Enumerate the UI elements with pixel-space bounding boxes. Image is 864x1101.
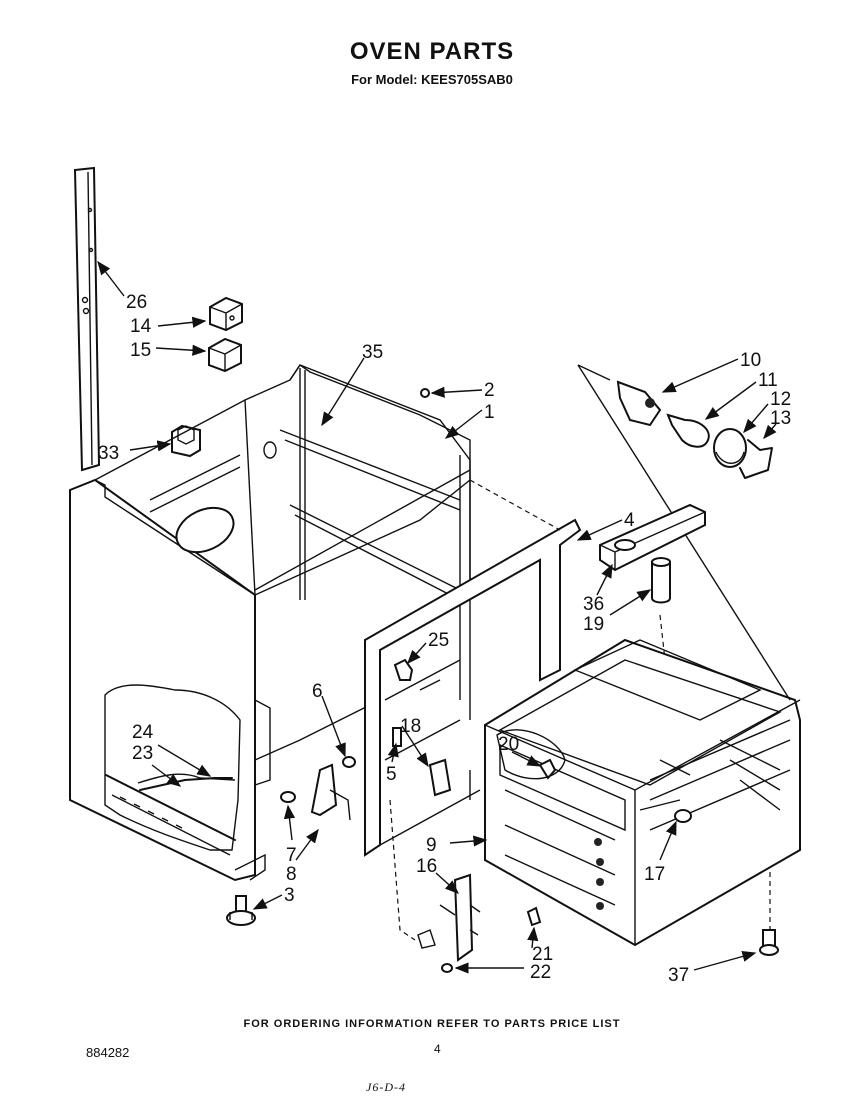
- callout-21: 21: [532, 944, 553, 965]
- part-2-screw: [420, 388, 430, 398]
- part-12-light-lens: [713, 428, 747, 468]
- part-22-nut: [441, 963, 453, 973]
- oven-liner: [484, 638, 801, 947]
- callout-25: 25: [428, 630, 449, 651]
- part-14-block: [209, 296, 243, 332]
- page-number: 4: [434, 1042, 442, 1056]
- callout-18: 18: [400, 716, 421, 737]
- callout-1: 1: [484, 402, 495, 423]
- callout-37: 37: [668, 965, 689, 986]
- part-25-sensor: [393, 658, 414, 681]
- callout-leaders: [97, 260, 777, 974]
- part-15-block: [208, 337, 242, 373]
- callout-12: 12: [770, 389, 791, 410]
- callout-15: 15: [130, 340, 151, 361]
- callout-33: 33: [98, 443, 119, 464]
- callout-13: 13: [770, 408, 791, 429]
- callout-10: 10: [740, 350, 761, 371]
- callout-16: 16: [416, 856, 437, 877]
- document-part-number: 884282: [86, 1045, 130, 1060]
- callout-36: 36: [583, 594, 604, 615]
- callout-14: 14: [130, 316, 152, 337]
- callout-11: 11: [758, 370, 778, 391]
- callout-3: 3: [284, 885, 295, 906]
- callout-4: 4: [624, 510, 635, 531]
- part-3-leveling-leg: [226, 895, 256, 926]
- part-7-washer: [280, 791, 296, 803]
- leader-light-bracket: [577, 364, 611, 381]
- cabinet-frame: [94, 364, 471, 786]
- callout-19: 19: [583, 614, 604, 635]
- part-4-vent-block: [599, 503, 706, 572]
- part-11-light-bulb: [666, 413, 710, 448]
- part-13-lens-clip: [739, 439, 773, 479]
- ordering-note: FOR ORDERING INFORMATION REFER TO PARTS …: [243, 1018, 621, 1030]
- callout-2: 2: [484, 380, 495, 401]
- callout-8: 8: [286, 864, 297, 885]
- callout-5: 5: [386, 764, 397, 785]
- assembly-line-top: [469, 479, 561, 531]
- callout-24: 24: [132, 722, 154, 743]
- callout-20: 20: [498, 734, 519, 755]
- callout-7: 7: [286, 845, 297, 866]
- part-26-side-trim-rail: [73, 166, 101, 472]
- part-8-hinge: [310, 763, 351, 821]
- front-frame: [364, 518, 582, 857]
- part-23-24-element-wiring: [139, 777, 233, 791]
- callout-35: 35: [362, 342, 383, 363]
- callout-6: 6: [312, 681, 323, 702]
- part-37-leveling-leg: [759, 929, 779, 956]
- model-subtitle: For Model: KEES705SAB0: [351, 72, 513, 87]
- callout-22: 22: [530, 962, 551, 983]
- part-21-screw: [526, 906, 542, 927]
- page-title: OVEN PARTS: [349, 38, 515, 65]
- assembly-line-19: [659, 614, 666, 661]
- part-6-nut: [342, 756, 356, 768]
- part-20-switch: [496, 729, 566, 780]
- part-19-vent-tube: [651, 557, 671, 604]
- callout-9: 9: [426, 835, 437, 856]
- part-16-hinge-arm: [417, 873, 481, 962]
- part-18-bracket: [428, 758, 452, 797]
- callout-23: 23: [132, 743, 153, 764]
- callout-17: 17: [644, 864, 665, 885]
- part-33-switch: [171, 424, 201, 458]
- handwritten-note: J6-D-4: [366, 1080, 406, 1094]
- assembly-line-16: [389, 799, 416, 941]
- part-10-light-socket: [616, 380, 662, 427]
- cabinet-side-panel: [69, 478, 266, 882]
- callout-26: 26: [126, 292, 147, 313]
